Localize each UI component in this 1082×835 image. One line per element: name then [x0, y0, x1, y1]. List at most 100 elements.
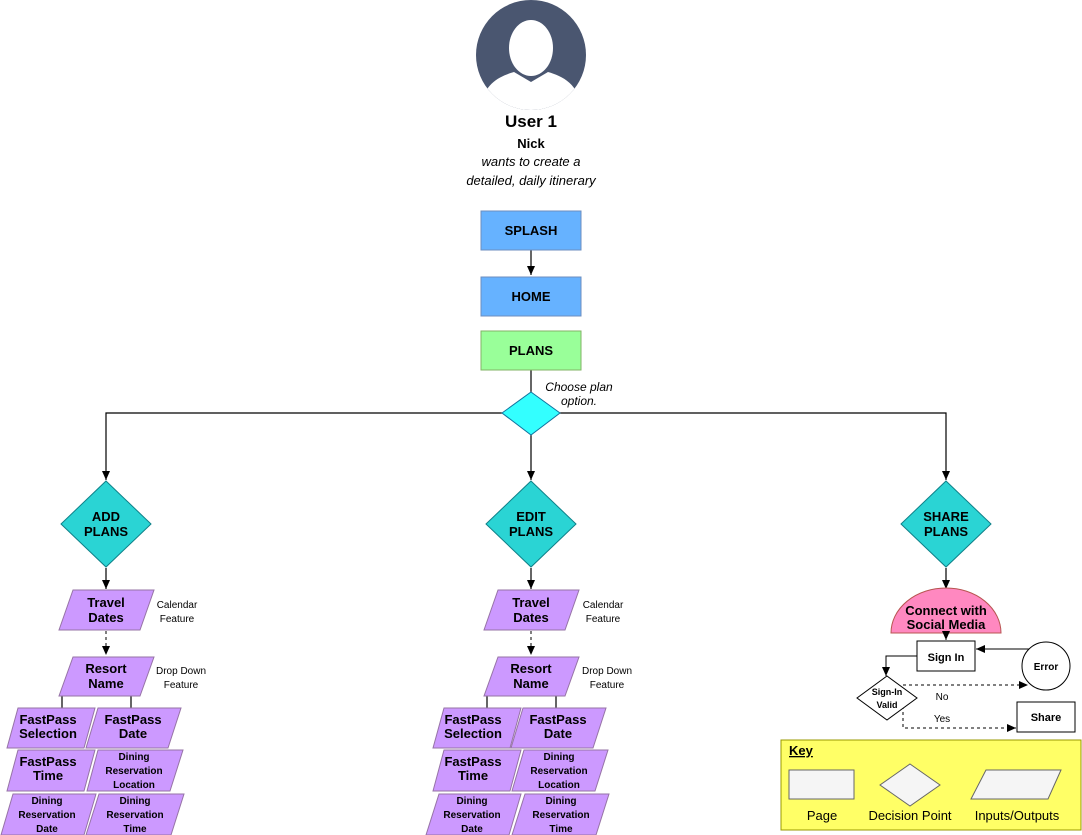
add-fastpass-selection-input[interactable]: FastPass Selection — [6, 707, 96, 749]
page-splash[interactable]: SPLASH — [480, 210, 582, 251]
user-title: User 1 — [505, 112, 557, 131]
add-dining-date-input[interactable]: Dining Reservation Date — [0, 793, 97, 835]
key-page-label: Page — [807, 808, 837, 823]
branch-edit-plans[interactable]: EDIT PLANS — [485, 480, 577, 568]
decision-label-l2: option. — [561, 394, 597, 408]
add-dropdown-note-l1: Drop Down — [156, 666, 206, 677]
branch-share-plans[interactable]: SHARE PLANS — [900, 480, 992, 568]
error-node[interactable]: Error — [1021, 641, 1071, 691]
user-goal-line1: wants to create a — [481, 154, 581, 169]
branch-share-label-2: PLANS — [924, 524, 968, 539]
user-avatar-icon — [476, 0, 586, 110]
branch-add-label-1: ADD — [92, 509, 120, 524]
edit-dropdown-note-l2: Feature — [590, 680, 625, 691]
error-label: Error — [1034, 662, 1059, 673]
edit-resort-l1: Resort — [510, 661, 552, 676]
yes-label: Yes — [934, 714, 950, 725]
share-page[interactable]: Share — [1016, 701, 1076, 733]
user-goal-line2: detailed, daily itinerary — [466, 173, 596, 188]
page-home-label: HOME — [512, 289, 551, 304]
share-dashed-connectors — [902, 681, 1028, 732]
page-plans[interactable]: PLANS — [480, 330, 582, 371]
edit-dining-date-input[interactable]: Dining Reservation Date — [425, 793, 522, 835]
branch-edit-label-1: EDIT — [516, 509, 546, 524]
add-dining-location-input[interactable]: Dining Reservation Location — [86, 749, 184, 792]
share-label: Share — [1031, 712, 1062, 724]
add-dd-l1: Dining — [31, 796, 62, 807]
connectors — [61, 250, 950, 708]
key-io-label: Inputs/Outputs — [975, 808, 1060, 823]
add-calendar-note-l1: Calendar — [157, 600, 198, 611]
add-dl-l2: Reservation — [105, 766, 162, 777]
add-travel-dates-l2: Dates — [88, 610, 123, 625]
edit-fp-time-l1: FastPass — [444, 754, 501, 769]
add-dd-l2: Reservation — [18, 810, 75, 821]
edit-dd-l3: Date — [461, 824, 483, 835]
sign-in-valid-decision[interactable]: Sign-In Valid — [856, 675, 918, 721]
edit-travel-dates-l1: Travel — [512, 595, 550, 610]
dashed-connectors — [102, 631, 535, 655]
valid-label-l2: Valid — [876, 700, 897, 710]
add-resort-l1: Resort — [85, 661, 127, 676]
add-fastpass-date-input[interactable]: FastPass Date — [85, 707, 182, 749]
add-resort-l2: Name — [88, 676, 123, 691]
add-dl-l1: Dining — [118, 752, 149, 763]
edit-dl-l1: Dining — [543, 752, 574, 763]
user-name: Nick — [517, 136, 545, 151]
add-fp-sel-l1: FastPass — [19, 712, 76, 727]
edit-resort-l2: Name — [513, 676, 548, 691]
edit-fp-time-l2: Time — [458, 768, 488, 783]
sign-in-page[interactable]: Sign In — [916, 640, 976, 672]
edit-resort-name-input[interactable]: Resort Name — [483, 656, 580, 697]
add-dropdown-note-l2: Feature — [164, 680, 199, 691]
edit-dining-location-input[interactable]: Dining Reservation Location — [511, 749, 609, 792]
page-splash-label: SPLASH — [505, 223, 558, 238]
edit-dd-l1: Dining — [456, 796, 487, 807]
key-io-shape — [970, 769, 1062, 800]
add-travel-dates-input[interactable]: Travel Dates — [58, 589, 155, 631]
branch-add-plans[interactable]: ADD PLANS — [60, 480, 152, 568]
share-connectors — [882, 631, 1030, 676]
add-calendar-note-l2: Feature — [160, 614, 195, 625]
add-fastpass-time-input[interactable]: FastPass Time — [6, 749, 96, 792]
legend-key: Key Page Decision Point Inputs/Outputs — [780, 739, 1082, 831]
edit-travel-dates-l2: Dates — [513, 610, 548, 625]
page-home[interactable]: HOME — [480, 276, 582, 317]
user-goal: wants to create a detailed, daily itiner… — [431, 148, 631, 190]
key-decision-label: Decision Point — [868, 808, 951, 823]
add-fp-time-l1: FastPass — [19, 754, 76, 769]
branch-share-label-1: SHARE — [923, 509, 969, 524]
branch-add-label-2: PLANS — [84, 524, 128, 539]
add-fp-sel-l2: Selection — [19, 726, 77, 741]
connect-social-media[interactable]: Connect with Social Media — [890, 587, 1002, 634]
key-page-shape — [788, 769, 855, 800]
edit-dt-l2: Reservation — [532, 810, 589, 821]
edit-travel-dates-input[interactable]: Travel Dates — [483, 589, 580, 631]
edit-dropdown-note-l1: Drop Down — [582, 666, 632, 677]
connect-label-l2: Social Media — [907, 617, 987, 632]
add-resort-name-input[interactable]: Resort Name — [58, 656, 155, 697]
add-dd-l3: Date — [36, 824, 58, 835]
edit-dt-l1: Dining — [545, 796, 576, 807]
add-dt-l1: Dining — [119, 796, 150, 807]
decision-choose-plan[interactable] — [501, 391, 561, 436]
no-label: No — [936, 692, 949, 703]
page-plans-label: PLANS — [509, 343, 553, 358]
add-travel-dates-l1: Travel — [87, 595, 125, 610]
add-dining-time-input[interactable]: Dining Reservation Time — [85, 793, 185, 835]
key-title: Key — [789, 743, 814, 758]
edit-dining-time-input[interactable]: Dining Reservation Time — [511, 793, 610, 835]
edit-fp-date-l2: Date — [544, 726, 572, 741]
edit-fastpass-date-input[interactable]: FastPass Date — [510, 707, 607, 749]
edit-dl-l3: Location — [538, 780, 580, 791]
edit-fp-sel-l2: Selection — [444, 726, 502, 741]
edit-fastpass-selection-input[interactable]: FastPass Selection — [432, 707, 522, 749]
key-decision-shape — [879, 763, 941, 807]
edit-dl-l2: Reservation — [530, 766, 587, 777]
add-dt-l3: Time — [123, 824, 147, 835]
add-fp-date-l2: Date — [119, 726, 147, 741]
edit-fastpass-time-input[interactable]: FastPass Time — [432, 749, 522, 792]
edit-calendar-note-l1: Calendar — [583, 600, 624, 611]
edit-fp-date-l1: FastPass — [529, 712, 586, 727]
edit-calendar-note-l2: Feature — [586, 614, 621, 625]
